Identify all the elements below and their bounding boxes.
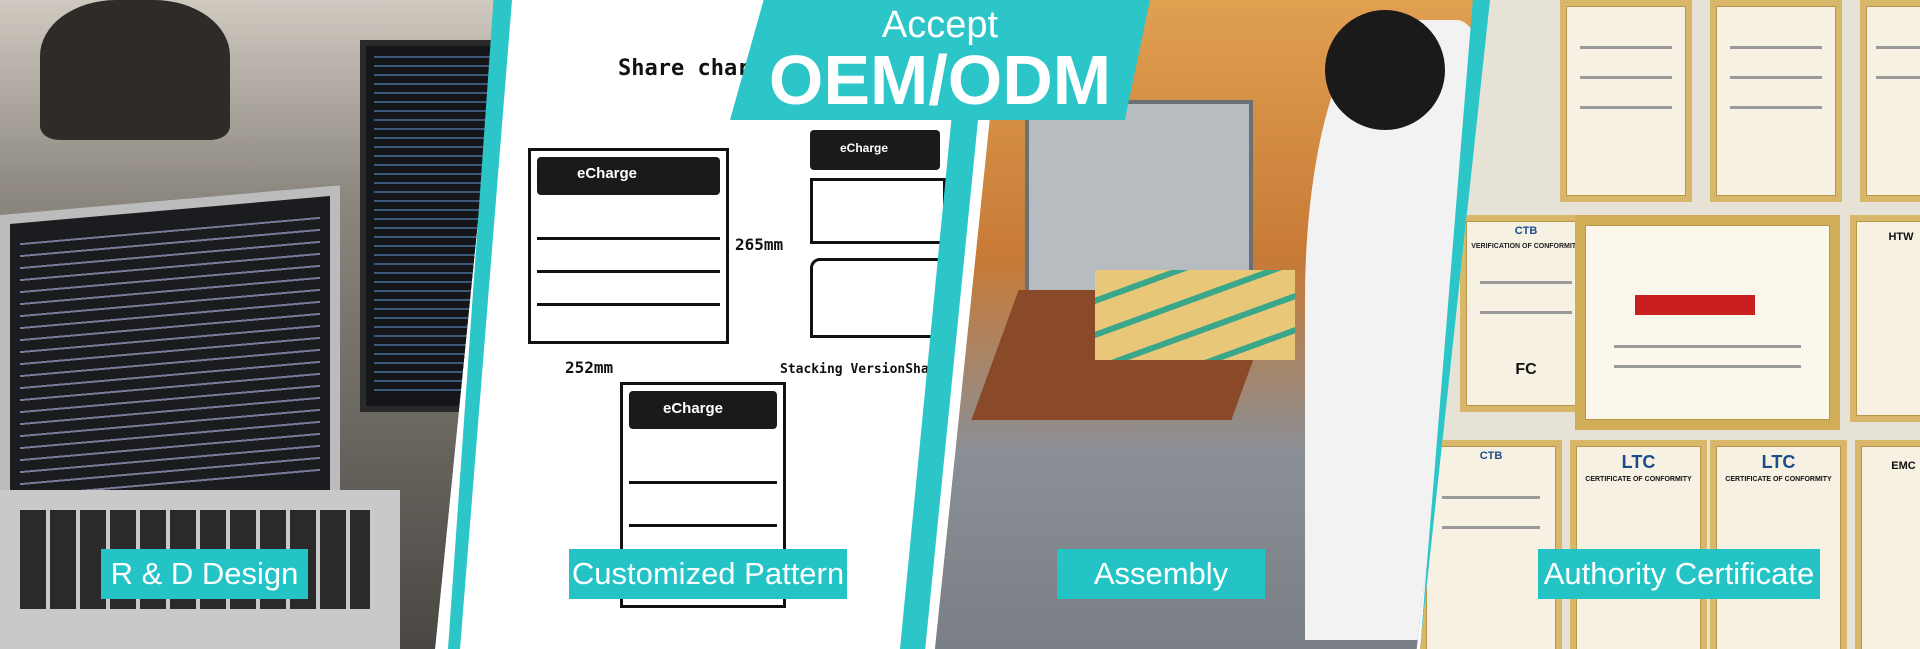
brand-label-bottom: eCharge [663, 400, 724, 417]
oem-odm-banner: Accept OEM/ODM [730, 0, 1150, 120]
person-silhouette [40, 0, 230, 140]
patent-certificate-1 [1560, 0, 1692, 202]
charger-unit-large: eCharge [528, 148, 729, 344]
caption-assembly: Assembly [1057, 549, 1265, 599]
dimension-height: 265mm [735, 235, 784, 254]
verification-label: VERIFICATION OF CONFORMITY [1471, 243, 1581, 250]
caption-customized-pattern: Customized Pattern [569, 549, 847, 599]
brand-label-stacked: eCharge [840, 141, 889, 155]
htw-label: HTW [1888, 231, 1914, 243]
htw-certificate: HTW [1850, 215, 1920, 422]
patent-certificate-2 [1710, 0, 1842, 202]
conformity-label-2: CERTIFICATE OF CONFORMITY [1725, 476, 1832, 483]
worker-hair [1325, 10, 1445, 130]
banner-title-accept: Accept [881, 4, 999, 46]
ltc-label: LTC [1621, 452, 1656, 472]
emc-certificate: EMC [1855, 440, 1920, 649]
ltc-certificate-1: LTC CERTIFICATE OF CONFORMITY [1570, 440, 1707, 649]
laptop-screen [0, 185, 340, 535]
fc-label: FC [1515, 361, 1537, 378]
stacking-label: Stacking VersionShared [780, 362, 953, 377]
ctb-label: CTB [1514, 225, 1538, 237]
high-tech-enterprise-certificate [1575, 215, 1840, 430]
brand-label: eCharge [577, 165, 638, 182]
desktop-monitor [360, 40, 500, 412]
conformity-label: CERTIFICATE OF CONFORMITY [1585, 476, 1692, 483]
ltc-certificate-2: LTC CERTIFICATE OF CONFORMITY [1710, 440, 1847, 649]
dimension-width: 252mm [565, 358, 614, 377]
emc-label: EMC [1891, 460, 1916, 472]
banner-title-oem-odm: OEM/ODM [768, 41, 1112, 119]
ctb-certificate-1: CTB VERIFICATION OF CONFORMITY FC [1460, 215, 1592, 412]
patent-certificate-3 [1860, 0, 1920, 202]
charger-unit-stacked: eCharge [810, 130, 946, 340]
caption-authority-certificate: Authority Certificate [1538, 549, 1820, 599]
ctb-certificate-2: CTB [1420, 440, 1562, 649]
ctb-label-2: CTB [1479, 450, 1503, 462]
battery-row [1095, 270, 1295, 360]
ltc-label-2: LTC [1761, 452, 1796, 472]
certificate-panel: CTB VERIFICATION OF CONFORMITY FC HTW CT… [1420, 0, 1920, 649]
caption-rd-design: R & D Design [101, 549, 308, 599]
